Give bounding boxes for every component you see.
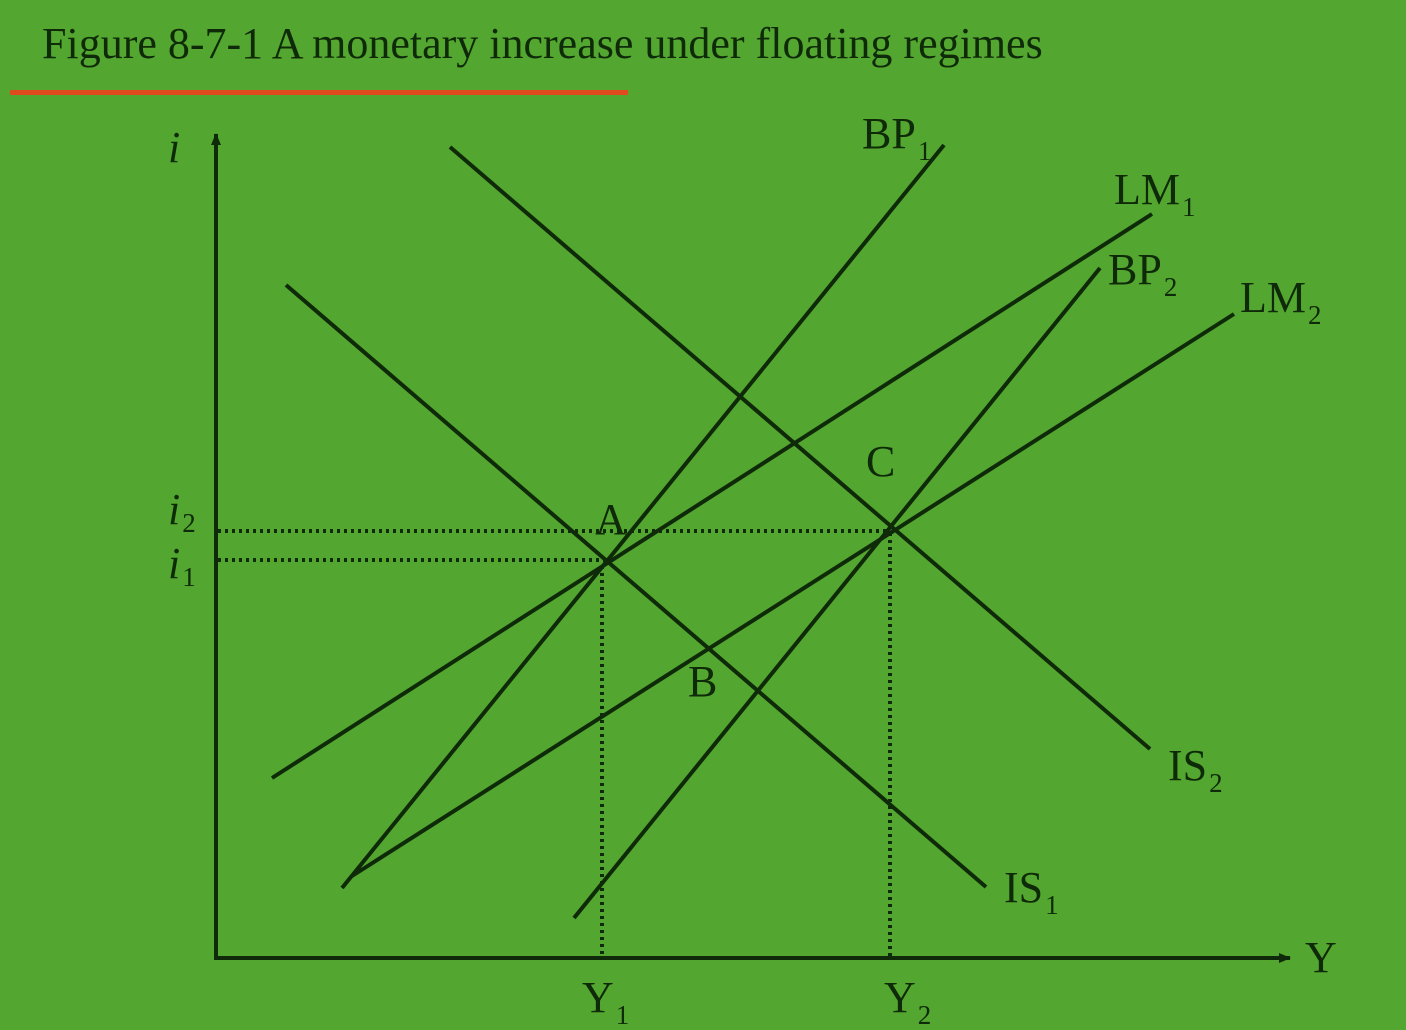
lm2-label: LM2 [1240,273,1322,330]
point-a-label: A [595,495,627,544]
bp1-curve [340,143,946,890]
lm2-label-name: LM [1240,273,1306,322]
lm1-curve [270,212,1154,780]
point-b-label: B [688,657,717,706]
i1-tick-label: i1 [168,539,196,592]
lm1-label: LM1 [1114,165,1196,222]
y2-tick-sub: 2 [918,1000,932,1030]
lm2-label-sub: 2 [1308,300,1322,330]
lm2-curve [350,312,1236,878]
is1-label-name: IS [1004,863,1043,912]
lm1-label-sub: 1 [1182,192,1196,222]
point-c-label: C [866,437,895,486]
i2-tick-name: i [168,485,180,534]
is2-curve [448,145,1152,751]
bp2-curve [572,266,1102,920]
title-underline [10,90,628,95]
bp2-label-sub: 2 [1164,272,1178,302]
bp1-label-name: BP [862,109,916,158]
bp2-label: BP2 [1108,245,1177,302]
i2-tick-sub: 2 [182,508,196,538]
y1-tick-sub: 1 [616,1000,630,1030]
x-axis-label: Y [1305,933,1337,982]
is2-label-name: IS [1168,741,1207,790]
y2-tick-label: Y2 [884,973,931,1030]
y2-tick-name: Y [884,973,916,1022]
y1-tick-name: Y [582,973,614,1022]
lm1-label-name: LM [1114,165,1180,214]
is1-label-sub: 1 [1045,890,1059,920]
bp1-label-sub: 1 [918,136,932,166]
is2-label: IS2 [1168,741,1223,798]
i1-tick-name: i [168,539,180,588]
y1-tick-label: Y1 [582,973,629,1030]
is2-label-sub: 2 [1209,768,1223,798]
y-axis-label: i [168,123,180,172]
i1-tick-sub: 1 [182,562,196,592]
i2-tick-label: i2 [168,485,196,538]
is1-curve [284,283,988,889]
bp2-label-name: BP [1108,245,1162,294]
bp1-label: BP1 [862,109,931,166]
is1-label: IS1 [1004,863,1059,920]
figure-title: Figure 8-7-1 A monetary increase under f… [42,19,1043,68]
